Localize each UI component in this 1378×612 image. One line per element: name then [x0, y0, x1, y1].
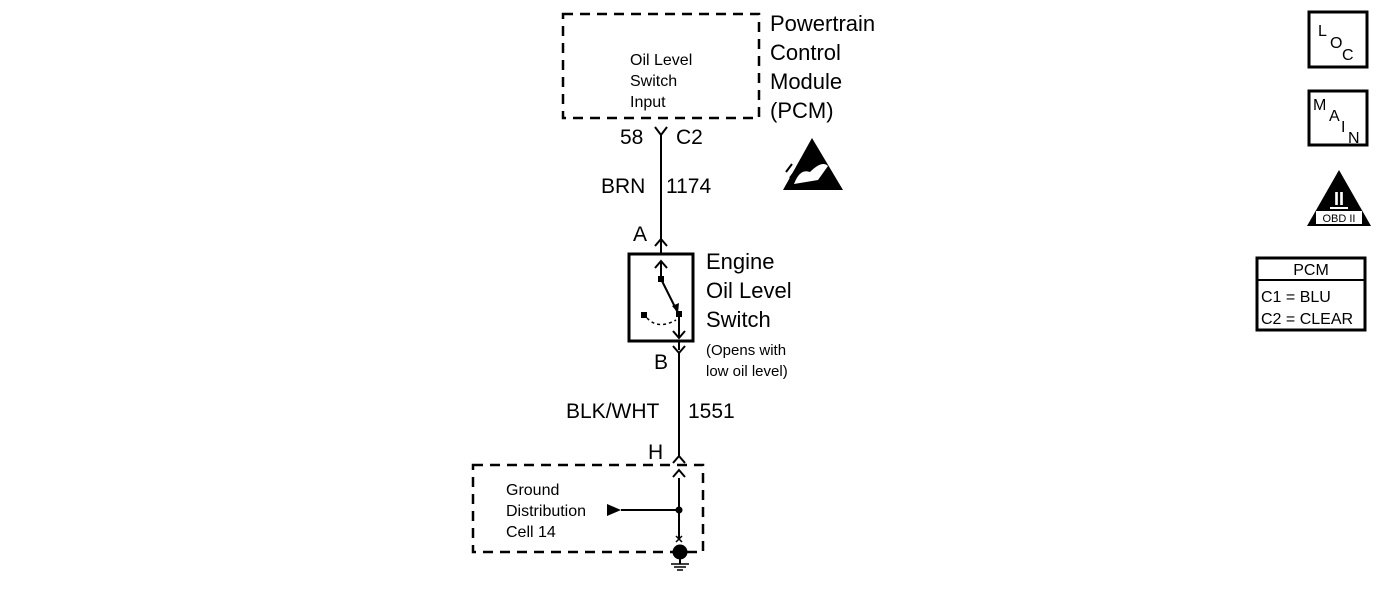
pcm-name-line2: Control [770, 40, 841, 65]
esd-sensitive-icon [783, 138, 843, 190]
switch-terminal-b-label: B [654, 351, 668, 374]
ground-terminal-label: H [648, 441, 663, 464]
loc-icon: L O C [1307, 10, 1369, 69]
pcm-input-label-line2: Switch [630, 73, 677, 90]
pcm-name-line1: Powertrain [770, 11, 875, 36]
ground-eyelet [672, 544, 688, 560]
legend-row-c1: C1 = BLU [1261, 289, 1331, 306]
ground-up-arrow [672, 468, 686, 540]
pcm-module: Oil Level Switch Input Powertrain Contro… [561, 11, 875, 123]
pcm-pin-number: 58 [620, 126, 643, 149]
main-icon-m: M [1313, 97, 1326, 114]
legend-title: PCM [1293, 262, 1329, 279]
pcm-connector-c2: 58 C2 [620, 126, 703, 149]
ground-distribution-cell: Ground Distribution Cell 14 [471, 463, 705, 560]
switch-note-line1: (Opens with [706, 342, 786, 359]
wire-lower-circuit: 1551 [688, 400, 735, 423]
main-icon-i: I [1341, 119, 1345, 136]
pcm-dashed-box [561, 12, 761, 120]
loc-icon-c: C [1342, 47, 1354, 64]
ground-junction-dot [675, 506, 683, 514]
obd-icon-roman: II [1334, 189, 1344, 209]
ground-label-line2: Distribution [506, 503, 586, 520]
switch-box [627, 252, 695, 343]
switch-contact-top [658, 276, 664, 282]
pcm-name-line3: Module [770, 69, 842, 94]
obd-ii-icon: II OBD II [1307, 170, 1371, 226]
switch-contact-bottom [676, 311, 682, 317]
switch-contact-open [641, 312, 647, 318]
ground-label-line1: Ground [506, 482, 559, 499]
wire-upper-circuit: 1174 [666, 175, 711, 198]
switch-float-path [646, 317, 677, 326]
switch-name-line1: Engine [706, 249, 775, 274]
pcm-pin-fork [654, 126, 668, 137]
ground-dashed-box [471, 463, 705, 554]
pcm-connector-id: C2 [676, 126, 703, 149]
engine-oil-level-switch [627, 252, 695, 343]
switch-bottom-arrow [672, 317, 686, 340]
pcm-connector-legend: PCM C1 = BLU C2 = CLEAR [1255, 256, 1367, 332]
loc-icon-o: O [1330, 35, 1342, 52]
switch-arm-arrowhead [672, 303, 679, 313]
pcm-name-line4: (PCM) [770, 98, 834, 123]
wire-lower-color: BLK/WHT [566, 400, 660, 423]
loc-icon-l: L [1318, 23, 1327, 40]
pcm-input-label-line1: Oil Level [630, 52, 692, 69]
main-icon-n: N [1348, 130, 1360, 147]
obd-icon-label: OBD II [1322, 213, 1355, 225]
switch-terminal-a-label: A [633, 223, 647, 246]
ground-symbol-icon [671, 559, 689, 571]
main-icon: M A I N [1307, 89, 1369, 147]
main-icon-a: A [1329, 108, 1340, 125]
legend-row-c2: C2 = CLEAR [1261, 311, 1353, 328]
ground-terminal-connector [672, 454, 686, 464]
ground-label-line3: Cell 14 [506, 524, 556, 541]
switch-name-line2: Oil Level [706, 278, 792, 303]
pcm-input-label-line3: Input [630, 94, 666, 111]
ground-splice-mark [675, 535, 683, 543]
switch-name-line3: Switch [706, 307, 771, 332]
wire-upper-color: BRN [601, 175, 645, 198]
switch-note-line2: low oil level) [706, 363, 788, 380]
ground-reference-arrow-icon [607, 504, 621, 516]
